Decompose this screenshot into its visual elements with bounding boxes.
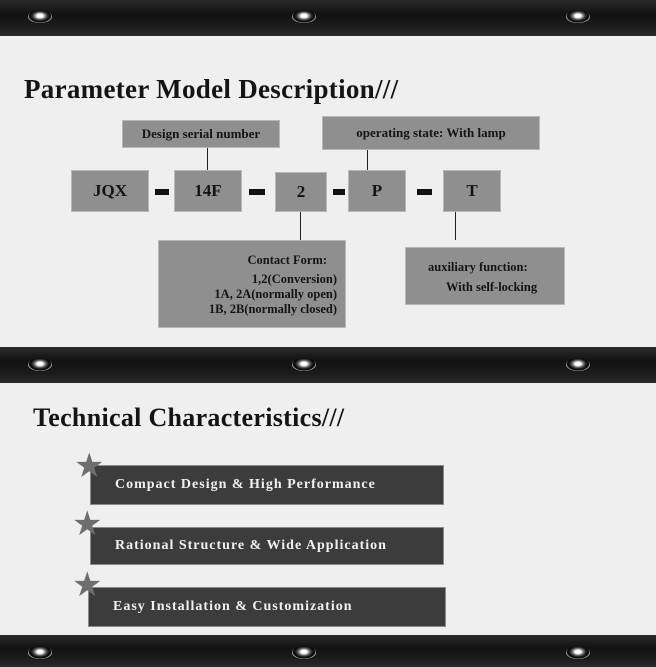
rivet-icon	[28, 358, 52, 371]
contact-form-title: Contact Form:	[247, 253, 328, 267]
rivet-icon	[292, 10, 316, 23]
separator-dash	[155, 189, 169, 195]
feature-item: Rational Structure & Wide Application	[90, 527, 444, 565]
technical-characteristics-title: Technical Characteristics///	[33, 403, 345, 432]
feature-label: Easy Installation & Customization	[113, 599, 353, 614]
model-segment-function: T	[443, 170, 501, 212]
auxiliary-function-box: auxiliary function: With self-locking	[405, 247, 565, 305]
model-segment-serial: 14F	[174, 170, 242, 212]
auxiliary-function-line: With self-locking	[446, 280, 538, 294]
rivet-icon	[292, 646, 316, 659]
contact-form-line: 1A, 2A(normally open)	[214, 287, 337, 301]
model-segment-state: P	[348, 170, 406, 212]
feature-label: Rational Structure & Wide Application	[115, 538, 387, 553]
operating-state-label: operating state: With lamp	[322, 116, 540, 150]
connector-line	[455, 212, 456, 240]
middle-metal-bar	[0, 347, 656, 383]
rivet-icon	[566, 10, 590, 23]
model-segment-series: JQX	[71, 170, 149, 212]
rivet-icon	[566, 358, 590, 371]
feature-item: Compact Design & High Performance	[90, 465, 444, 505]
connector-line	[207, 148, 208, 170]
star-icon: ★	[72, 504, 103, 544]
contact-form-box: Contact Form: 1,2(Conversion) 1A, 2A(nor…	[158, 240, 346, 328]
connector-line	[300, 212, 301, 240]
star-icon: ★	[72, 565, 103, 605]
star-icon: ★	[74, 446, 105, 486]
model-segment-contact: 2	[275, 172, 327, 212]
technical-characteristics-panel: Technical Characteristics/// Compact Des…	[0, 383, 656, 635]
connector-line	[367, 150, 368, 170]
bottom-metal-bar	[0, 635, 656, 667]
feature-item: Easy Installation & Customization	[88, 587, 446, 627]
design-serial-label: Design serial number	[122, 120, 280, 148]
separator-dash	[249, 189, 265, 195]
rivet-icon	[292, 358, 316, 371]
auxiliary-function-title: auxiliary function:	[428, 260, 528, 274]
separator-dash	[333, 189, 345, 195]
feature-label: Compact Design & High Performance	[115, 477, 376, 492]
contact-form-line: 1B, 2B(normally closed)	[208, 302, 337, 316]
rivet-icon	[28, 10, 52, 23]
top-metal-bar	[0, 0, 656, 36]
separator-dash	[417, 189, 432, 195]
rivet-icon	[566, 646, 590, 659]
contact-form-line: 1,2(Conversion)	[251, 272, 337, 286]
rivet-icon	[28, 646, 52, 659]
parameter-model-panel: Parameter Model Description/// Design se…	[0, 36, 656, 347]
parameter-model-title: Parameter Model Description///	[24, 74, 399, 104]
